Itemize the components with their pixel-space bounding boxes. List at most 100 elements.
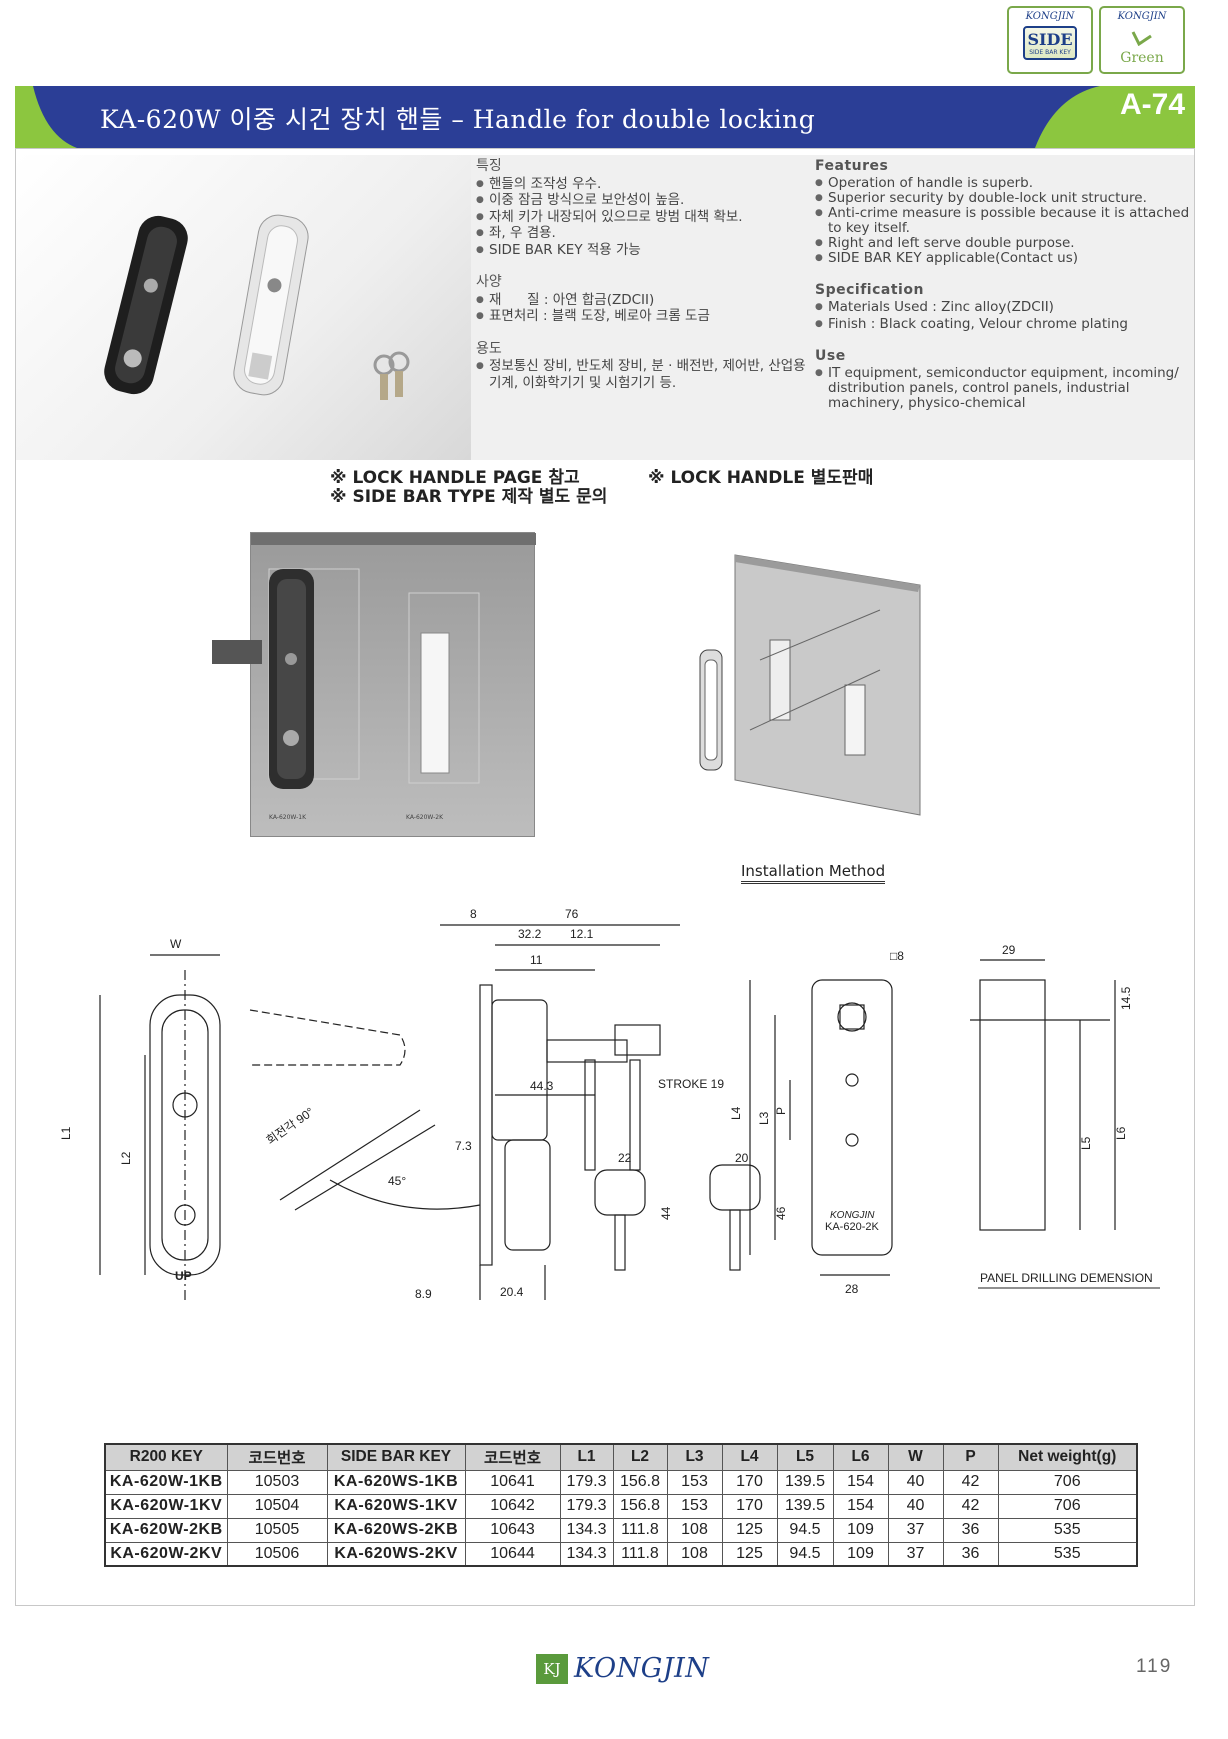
key-dim-20: 20 bbox=[735, 1151, 749, 1165]
dim-14-5: 14.5 bbox=[1119, 986, 1133, 1010]
table-cell: 10506 bbox=[226, 1541, 328, 1567]
col-header: SIDE BAR KEY bbox=[326, 1443, 466, 1471]
dim-44-3: 44.3 bbox=[530, 1079, 554, 1093]
footer-brand: KONGJIN bbox=[574, 1653, 710, 1684]
spec-table: R200 KEY 코드번호 SIDE BAR KEY 코드번호 L1 L2 L3… bbox=[104, 1443, 1138, 1567]
features-heading-en: Features bbox=[815, 158, 889, 174]
korean-info: 특징 핸들의 조작성 우수. 이중 잠금 방식으로 보안성이 높음. 자체 키가… bbox=[476, 158, 806, 407]
header-banner bbox=[15, 86, 1195, 148]
brand-logos: KONGJIN SIDE SIDE BAR KEY KONGJIN Green bbox=[1007, 6, 1185, 74]
table-cell: 108 bbox=[666, 1517, 723, 1543]
note-lock-handle-page: ※ LOCK HANDLE PAGE 참고 bbox=[330, 468, 580, 488]
dim-29: 29 bbox=[1002, 943, 1016, 957]
dim-7-3: 7.3 bbox=[455, 1139, 472, 1153]
table-cell: KA-620W-1KV bbox=[104, 1493, 228, 1519]
table-row: KA-620W-2KB 10505 KA-620WS-2KB 10643 134… bbox=[104, 1517, 1138, 1543]
rotation-label: 회전각 90° bbox=[264, 1105, 317, 1148]
table-cell: 154 bbox=[832, 1493, 889, 1519]
table-cell: 37 bbox=[887, 1517, 944, 1543]
table-cell: 109 bbox=[832, 1541, 889, 1567]
table-cell: 153 bbox=[666, 1469, 723, 1495]
panel-render: KA-620W-1K KA-620W-2K bbox=[250, 532, 536, 837]
spec-heading-ko: 사양 bbox=[476, 274, 502, 290]
col-header: L5 bbox=[776, 1443, 834, 1471]
installation-caption: Installation Method bbox=[741, 862, 886, 884]
table-cell: 153 bbox=[666, 1493, 723, 1519]
col-header: P bbox=[942, 1443, 999, 1471]
table-cell: 170 bbox=[721, 1493, 778, 1519]
table-cell: KA-620WS-2KB bbox=[326, 1517, 466, 1543]
table-cell: 134.3 bbox=[559, 1517, 614, 1543]
table-cell: 535 bbox=[997, 1517, 1138, 1543]
leaf-icon bbox=[1131, 31, 1152, 46]
note-lock-handle-sold-separately: ※ LOCK HANDLE 별도판매 bbox=[648, 468, 874, 488]
back-brand: KONGJIN bbox=[830, 1210, 875, 1221]
spec-en-item: Finish : Black coating, Velour chrome pl… bbox=[815, 316, 1190, 333]
green-logo-word: Green bbox=[1120, 50, 1164, 66]
table-cell: KA-620WS-2KV bbox=[326, 1541, 466, 1567]
table-cell: 111.8 bbox=[612, 1541, 668, 1567]
panel-bar bbox=[212, 640, 262, 664]
dim-28: 28 bbox=[845, 1282, 859, 1296]
table-cell: 139.5 bbox=[776, 1493, 834, 1519]
back-model: KA-620-2K bbox=[825, 1221, 879, 1233]
dim-20-4: 20.4 bbox=[500, 1285, 524, 1299]
table-cell: 139.5 bbox=[776, 1469, 834, 1495]
feature-en-item: Right and left serve double purpose. bbox=[815, 235, 1190, 251]
table-cell: 706 bbox=[997, 1493, 1138, 1519]
dim-8: 8 bbox=[470, 907, 477, 921]
feature-en-item: Anti-crime measure is possible because i… bbox=[815, 205, 1190, 236]
dim-stroke: STROKE 19 bbox=[658, 1077, 724, 1091]
table-cell: 40 bbox=[887, 1493, 944, 1519]
col-header: Net weight(g) bbox=[997, 1443, 1138, 1471]
handle-photo bbox=[104, 214, 410, 400]
table-cell: 10505 bbox=[226, 1517, 328, 1543]
dim-square-8: □8 bbox=[890, 949, 904, 963]
table-cell: 134.3 bbox=[559, 1541, 614, 1567]
table-row: KA-620W-1KB 10503 KA-620WS-1KB 10641 179… bbox=[104, 1469, 1138, 1495]
col-header: R200 KEY bbox=[104, 1443, 228, 1471]
table-cell: 109 bbox=[832, 1517, 889, 1543]
dim-l3: L3 bbox=[757, 1111, 771, 1125]
spec-ko-item: 재 질 : 아연 합금(ZDCII) bbox=[476, 292, 806, 309]
col-header: 코드번호 bbox=[464, 1443, 561, 1471]
installation-render bbox=[699, 554, 921, 816]
feature-ko-item: 좌, 우 겸용. bbox=[476, 225, 806, 242]
feature-ko-item: SIDE BAR KEY 적용 가능 bbox=[476, 242, 806, 259]
use-en-text: IT equipment, semiconductor equipment, i… bbox=[815, 365, 1190, 411]
table-cell: 37 bbox=[887, 1541, 944, 1567]
table-cell: KA-620W-2KB bbox=[104, 1517, 228, 1543]
table-row: KA-620W-2KV 10506 KA-620WS-2KV 10644 134… bbox=[104, 1541, 1138, 1567]
use-heading-en: Use bbox=[815, 348, 846, 364]
col-header: L1 bbox=[559, 1443, 614, 1471]
table-cell: 36 bbox=[942, 1517, 999, 1543]
table-header-row: R200 KEY 코드번호 SIDE BAR KEY 코드번호 L1 L2 L3… bbox=[104, 1443, 1138, 1471]
key-dim-46: 46 bbox=[774, 1206, 788, 1220]
table-cell: 36 bbox=[942, 1541, 999, 1567]
table-cell: KA-620WS-1KV bbox=[326, 1493, 466, 1519]
dim-32-2: 32.2 bbox=[518, 927, 542, 941]
table-cell: 125 bbox=[721, 1541, 778, 1567]
panel-label-left: KA-620W-1K bbox=[269, 814, 307, 821]
side-badge-subtext: SIDE BAR KEY bbox=[1029, 49, 1071, 56]
panel-label-right: KA-620W-2K bbox=[406, 814, 444, 821]
green-logo: KONGJIN Green bbox=[1099, 6, 1185, 74]
table-cell: KA-620WS-1KB bbox=[326, 1469, 466, 1495]
col-header: L3 bbox=[666, 1443, 723, 1471]
dim-11: 11 bbox=[530, 953, 543, 967]
col-header: 코드번호 bbox=[226, 1443, 328, 1471]
table-cell: 179.3 bbox=[559, 1469, 614, 1495]
green-logo-brand: KONGJIN bbox=[1117, 11, 1167, 22]
angle-45: 45° bbox=[388, 1174, 406, 1188]
table-cell: 10642 bbox=[464, 1493, 561, 1519]
dim-l6: L6 bbox=[1114, 1126, 1128, 1140]
spec-en-item: Materials Used : Zinc alloy(ZDCII) bbox=[815, 299, 1190, 316]
dim-w: W bbox=[170, 937, 182, 951]
feature-ko-item: 핸들의 조작성 우수. bbox=[476, 176, 806, 193]
table-cell: 10641 bbox=[464, 1469, 561, 1495]
side-badge: SIDE SIDE BAR KEY bbox=[1023, 26, 1077, 60]
content-frame bbox=[15, 148, 1195, 1606]
features-heading-ko: 특징 bbox=[476, 158, 502, 174]
table-cell: 170 bbox=[721, 1469, 778, 1495]
table-cell: 535 bbox=[997, 1541, 1138, 1567]
